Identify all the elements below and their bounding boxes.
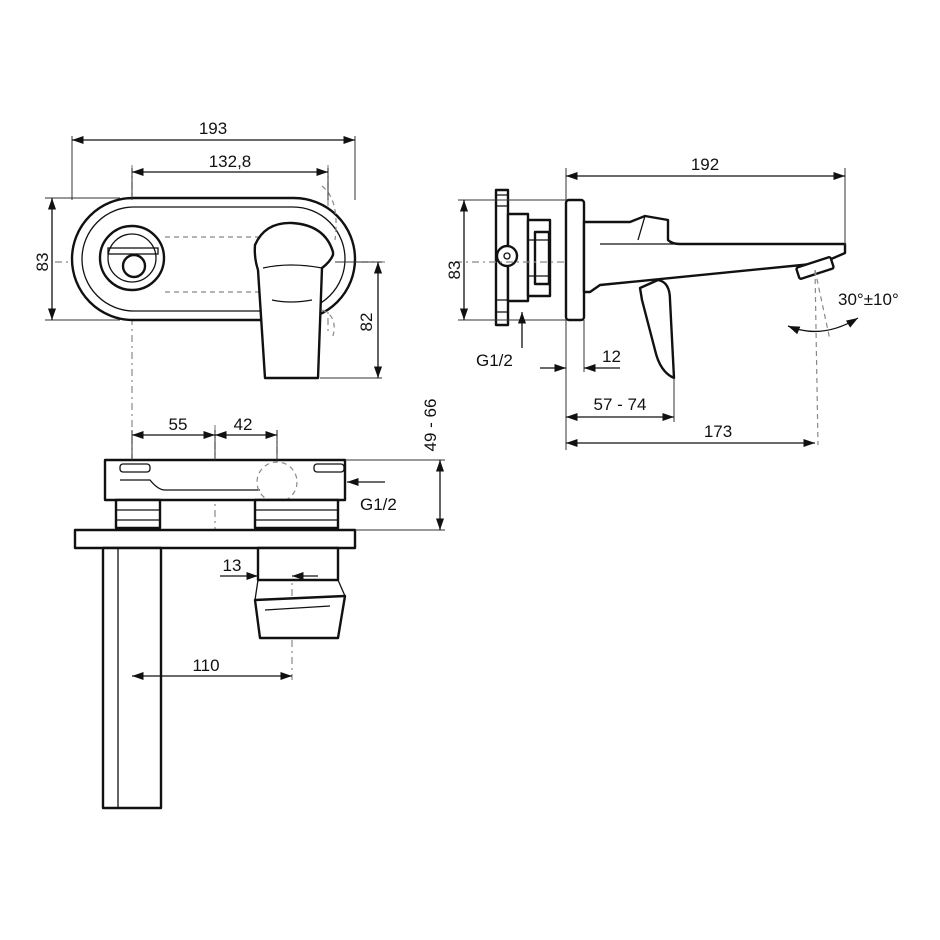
dim-offset-left: 55 (169, 415, 188, 434)
dim-spout-drop: 82 (357, 313, 376, 332)
side-wall-plate (564, 198, 586, 322)
dim-plate-width: 193 (199, 119, 227, 138)
label-inlet-side: G1/2 (476, 351, 513, 370)
top-view: G1/2 55 42 49 - 66 13 110 (73, 399, 445, 810)
front-plate-inner (81, 206, 346, 312)
dim-total-projection: 192 (691, 155, 719, 174)
side-aerator (795, 256, 835, 280)
top-spout (101, 546, 163, 810)
dim-offset-right: 42 (234, 415, 253, 434)
dim-plate-height-front: 83 (33, 253, 52, 272)
dim-spout-reach: 173 (704, 422, 732, 441)
side-faucet-body (582, 214, 847, 294)
top-cartridge (256, 546, 340, 582)
dim-depth-range-top: 49 - 66 (421, 399, 440, 452)
lever-handle (253, 221, 335, 380)
dim-plate-depth: 12 (602, 347, 621, 366)
dim-hole-spacing: 132,8 (209, 152, 252, 171)
label-inlet-top: G1/2 (360, 495, 397, 514)
dim-spout-offset: 110 (192, 656, 219, 675)
dim-wall-depth-range: 57 - 74 (594, 395, 647, 414)
front-view: 193 132,8 83 82 (33, 119, 385, 700)
side-view: 30°±10° 192 83 G1/2 12 57 - 74 173 (445, 155, 899, 450)
side-lever (638, 278, 676, 380)
top-wall-plate (73, 528, 357, 550)
dim-cartridge-offset: 13 (223, 556, 242, 575)
mounting-body (494, 188, 552, 327)
dim-spray-angle: 30°±10° (838, 290, 899, 309)
diverter-knob (98, 224, 166, 292)
dim-plate-height-side: 83 (445, 261, 464, 280)
